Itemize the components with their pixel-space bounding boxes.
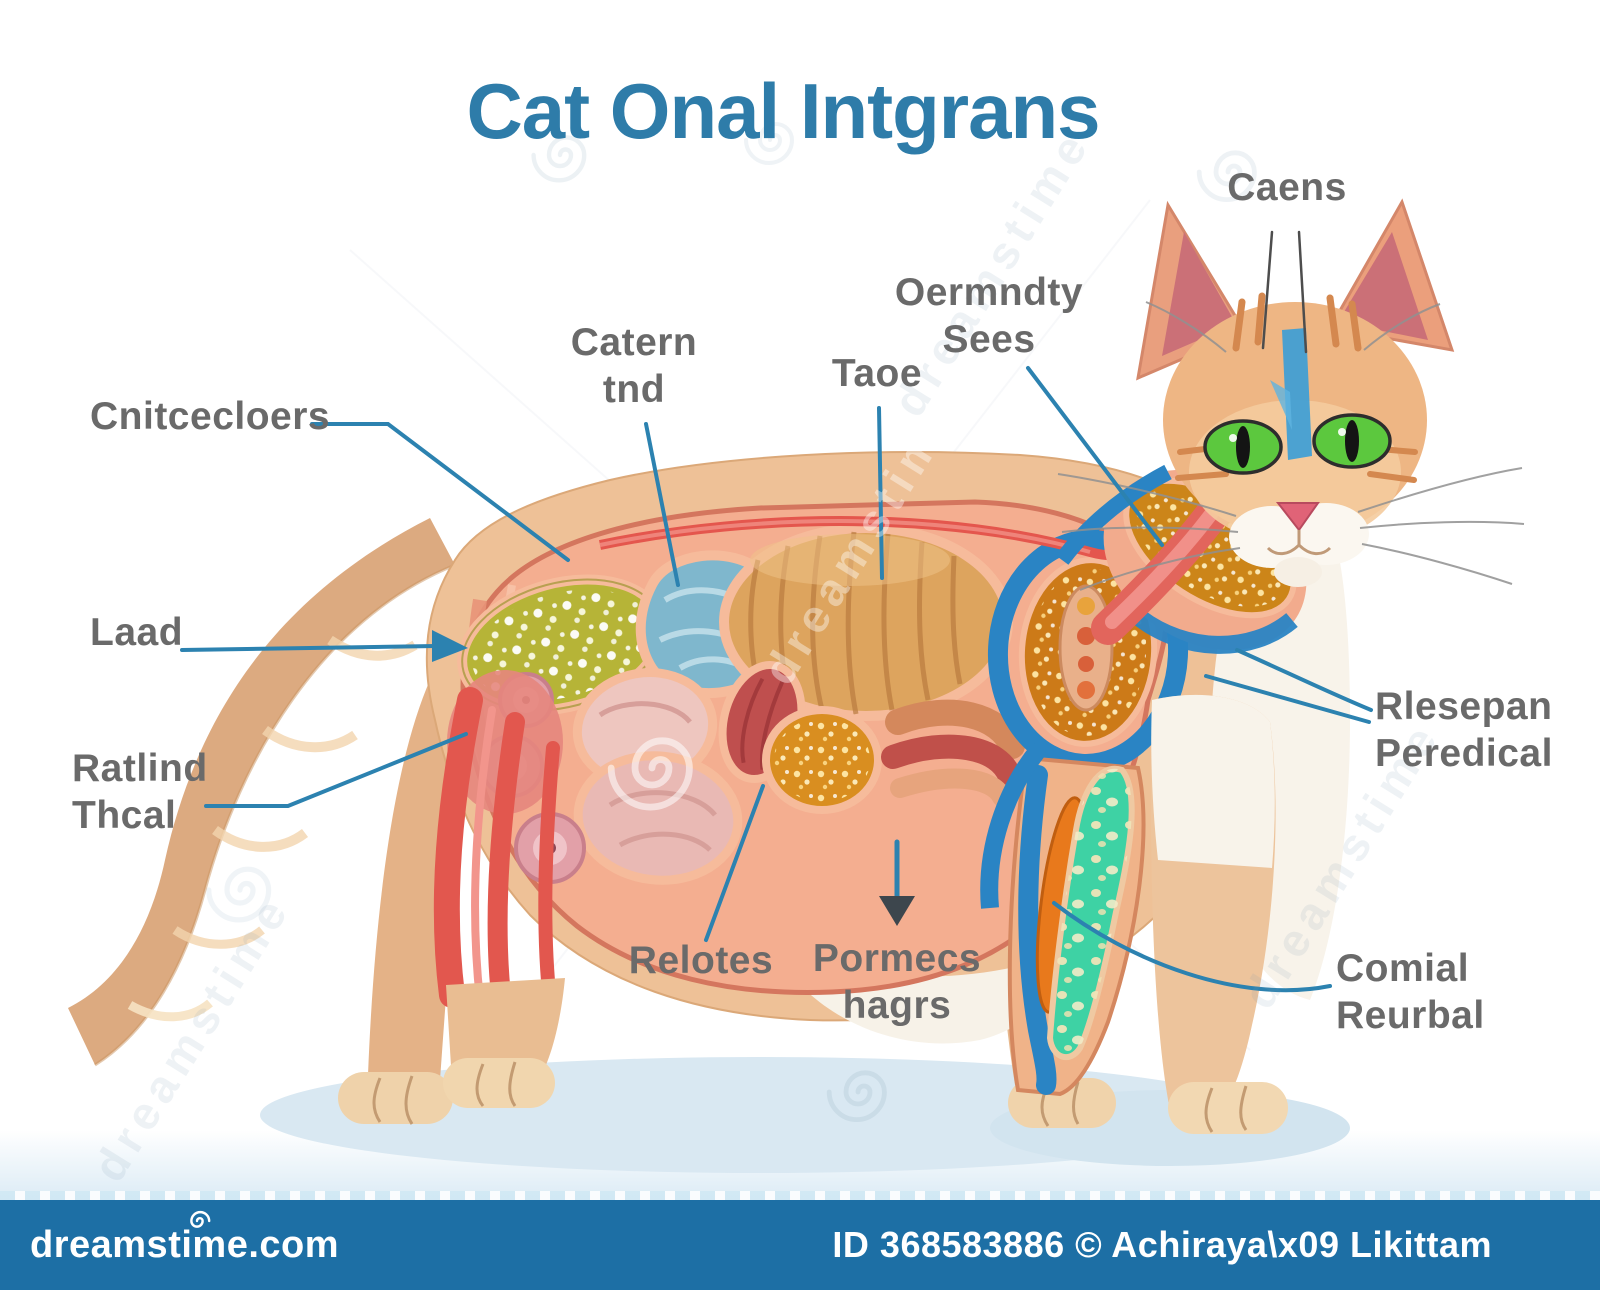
leader-pormecs-arrow [879,896,915,926]
eye-right [1312,413,1392,469]
label-relotes: Relotes [628,939,774,982]
front-leg-near [1150,694,1288,1134]
label-rlesepan-peredical: Rlesepan Peredical [1375,685,1553,775]
leader-lines [180,230,1373,993]
leader-rlesepan-2 [1204,674,1371,724]
leader-caens-2 [1297,230,1308,354]
leader-catern [644,422,680,587]
nose [1275,502,1320,532]
rear-paw-far [338,1072,453,1124]
tabby-stripes [1232,292,1362,352]
leader-relotes [704,784,765,942]
label-ratlind-thcal: Ratlind Thcal [72,747,208,837]
rear-paw-near [443,1058,555,1108]
label-oermndty-sees: Oermndty Sees [894,271,1084,361]
credit-text: ID 368583886 © Achiraya\x09 Likittam [832,1224,1492,1265]
label-caens: Caens [1227,166,1347,209]
leg-vessel-left [1018,765,1057,1095]
leader-taoe [877,406,884,580]
vessel-to-leg [980,742,1047,909]
rear-leg-muscles [433,670,563,1015]
leader-comial [1052,901,1332,993]
leader-rlesepan-1 [1235,648,1373,712]
front-leg-cutaway [980,742,1146,1097]
leader-laad [180,644,438,652]
label-laad: Laad [90,611,184,654]
eye-left [1203,419,1283,475]
neck-vessel [1134,610,1298,654]
leader-cnitcecloers [310,422,570,562]
blue-forehead-streak [1282,328,1312,460]
organ-sausages [881,699,1025,807]
front-paw-near [1168,1082,1288,1134]
watermark-bar: dreamstime.com ID 368583886 © Achiraya\x… [0,1191,1600,1290]
leader-ratlind [204,732,468,808]
dreamstime-logo: dreamstime.com [30,1210,340,1267]
leader-laad-arrow [432,630,468,662]
cat-tail [68,518,456,1067]
organ-teal-spotted [1046,765,1135,1061]
page-title: Cat Onal Intgrans [466,67,1100,155]
label-taoe: Taoe [831,352,923,395]
mouth [1266,530,1332,556]
leader-oermndty [1026,366,1164,547]
label-comial-reurbal: Comial Reurbal [1336,947,1485,1037]
organ-granular-center [762,706,882,814]
leader-caens-1 [1261,230,1274,350]
label-cnitcecloers: Cnitcecloers [90,395,331,438]
vessel-to-neck [1055,464,1172,565]
spiral-icon [190,1210,211,1228]
ear-right-inner [1338,232,1428,340]
label-pormecs-hagrs: Pormecs hagrs [812,937,982,1027]
brand-text: dreamstime.com [30,1223,340,1266]
cat-head [1057,198,1525,591]
rear-leg-near [443,978,565,1108]
label-catern-tnd: Catern tnd [570,321,698,411]
